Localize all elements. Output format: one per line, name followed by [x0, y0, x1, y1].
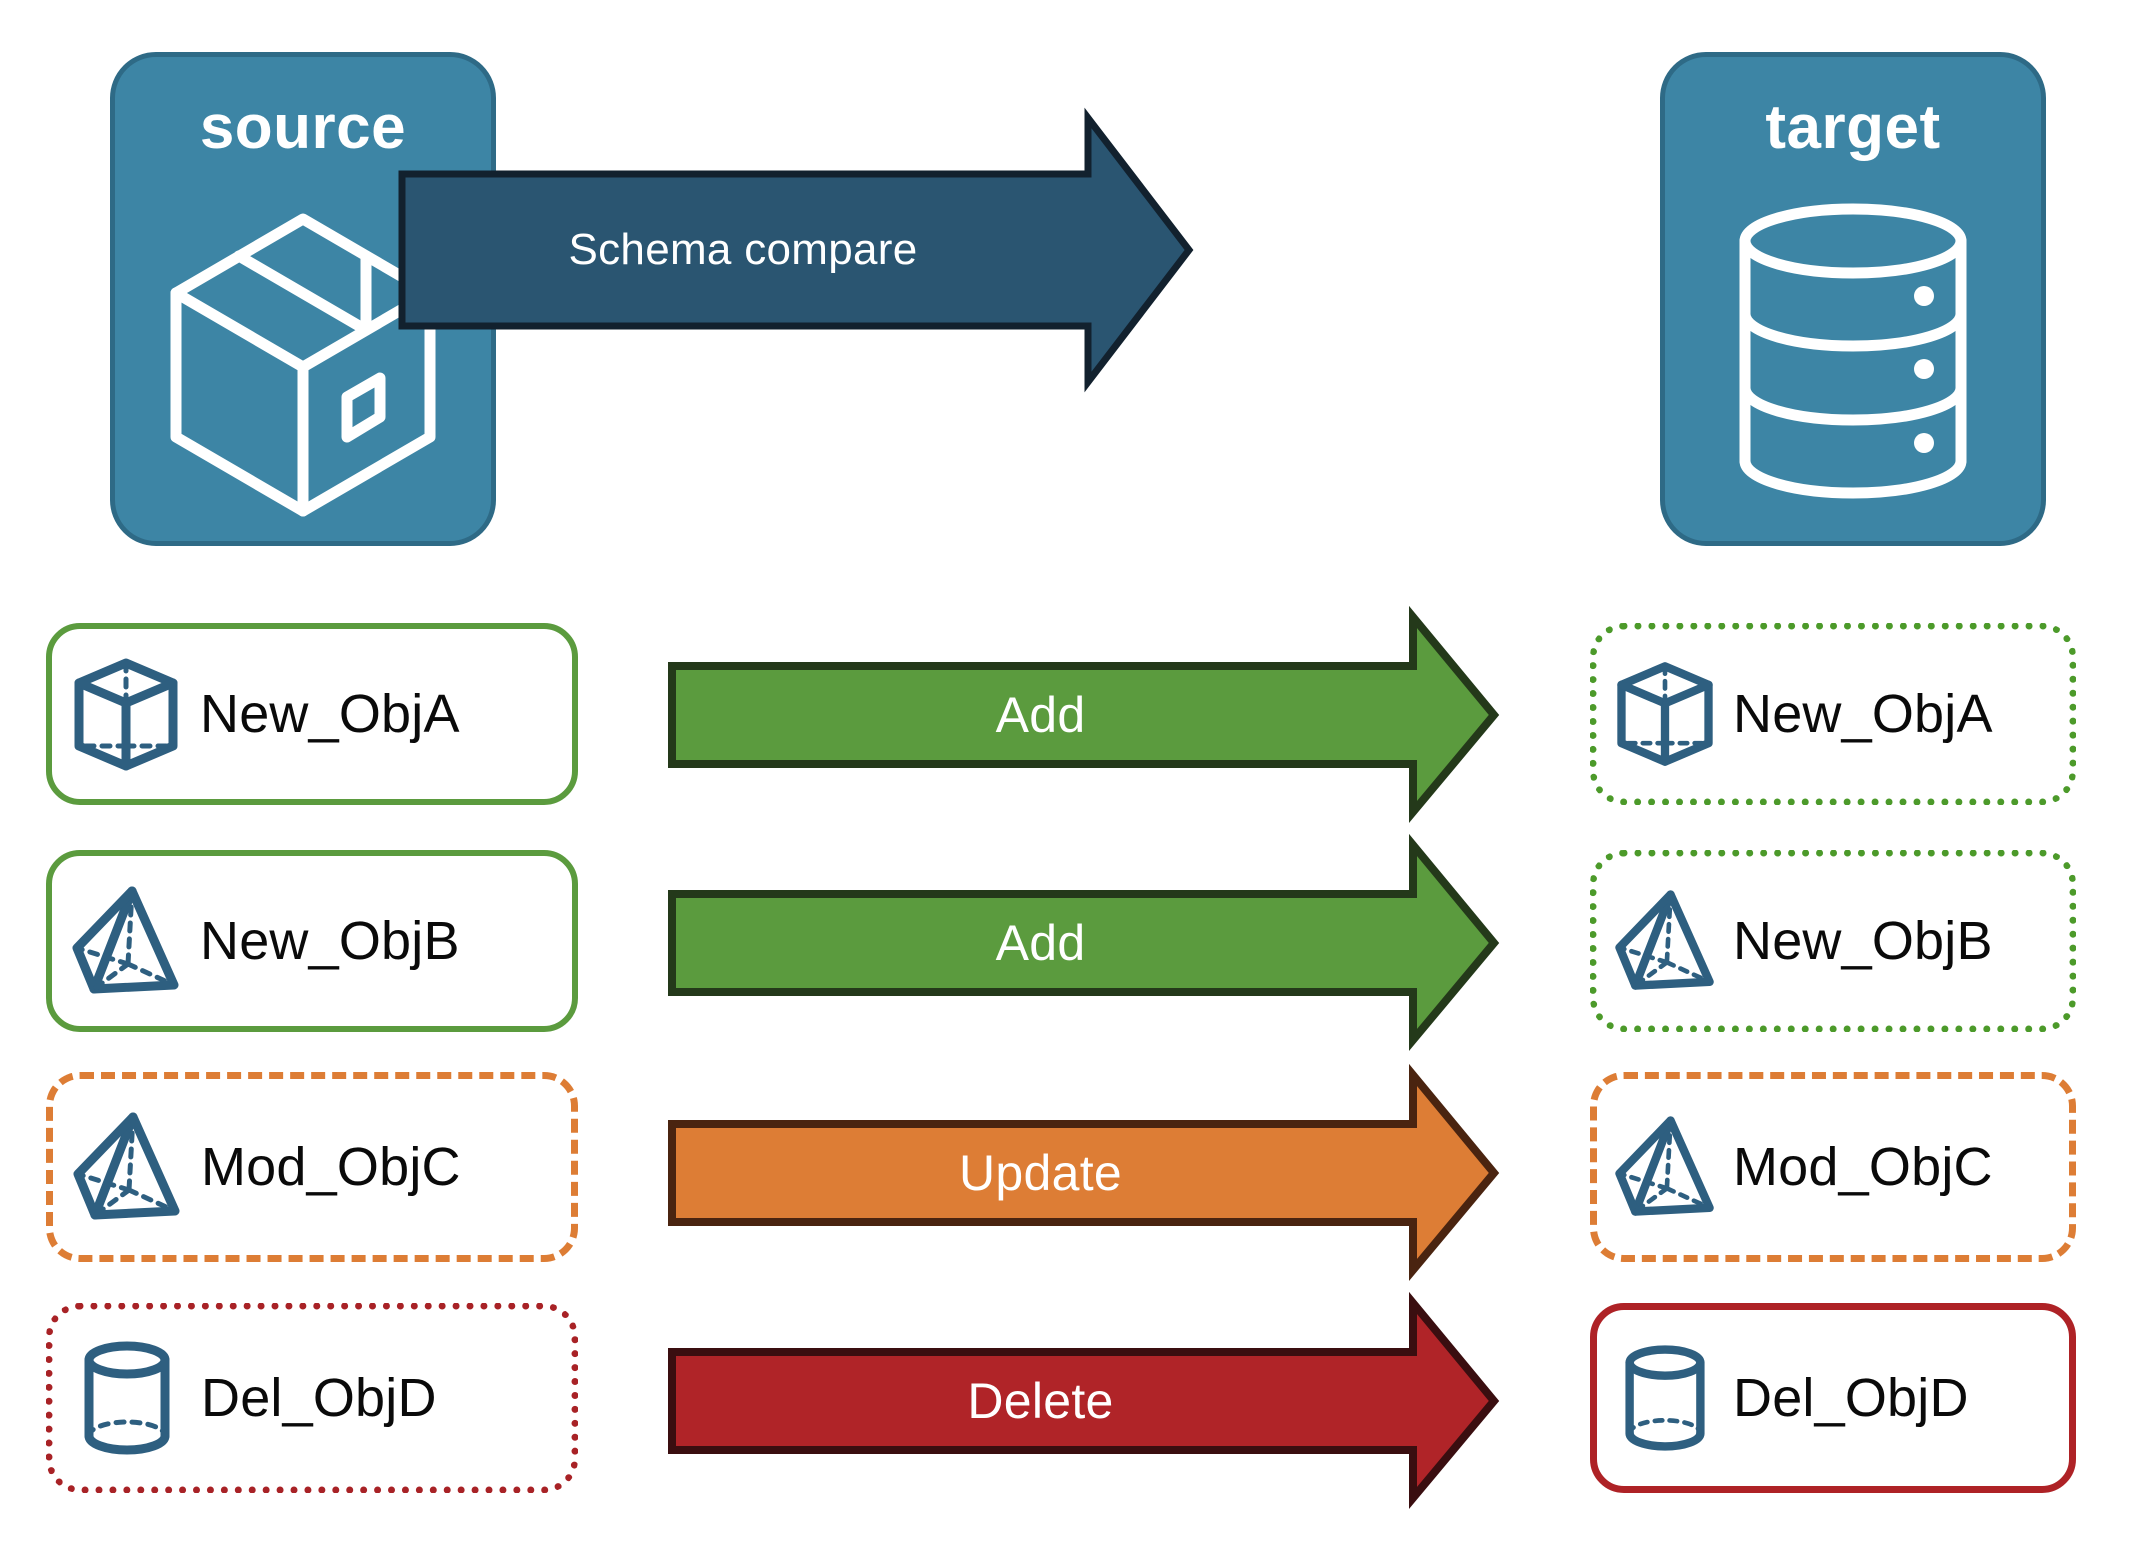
cylinder-wireframe-icon	[1597, 1344, 1733, 1452]
pyramid-wireframe-icon	[1597, 889, 1733, 993]
source-title: source	[199, 93, 407, 162]
target-object-row-1: New_ObjA	[1590, 623, 2076, 805]
pyramid-wireframe-icon	[53, 1111, 201, 1223]
source-object-row-3: Mod_ObjC	[46, 1072, 578, 1262]
source-object-label-2: New_ObjB	[200, 911, 460, 971]
package-box-icon	[115, 160, 491, 541]
action-label-4: Delete	[967, 1372, 1114, 1429]
cube-wireframe-icon	[1597, 660, 1733, 768]
source-object-row-1: New_ObjA	[46, 623, 578, 805]
right-arrow-icon	[398, 107, 1194, 393]
target-object-row-2: New_ObjB	[1590, 850, 2076, 1032]
source-object-label-3: Mod_ObjC	[201, 1137, 461, 1197]
pyramid-wireframe-icon	[52, 885, 200, 997]
source-object-label-4: Del_ObjD	[201, 1368, 437, 1428]
target-object-label-4: Del_ObjD	[1733, 1368, 1969, 1428]
source-object-label-1: New_ObjA	[200, 684, 460, 744]
target-object-label-2: New_ObjB	[1733, 911, 1993, 971]
target-title: target	[1765, 93, 1941, 162]
right-arrow-icon	[668, 1063, 1500, 1282]
target-object-label-1: New_ObjA	[1733, 684, 1993, 744]
right-arrow-icon	[668, 1291, 1500, 1510]
database-cylinder-icon	[1665, 160, 2041, 541]
action-label-1: Add	[995, 686, 1086, 743]
target-object-label-3: Mod_ObjC	[1733, 1137, 1993, 1197]
action-label-3: Update	[958, 1144, 1123, 1201]
target-object-row-4: Del_ObjD	[1590, 1303, 2076, 1493]
right-arrow-icon	[668, 833, 1500, 1052]
source-object-row-4: Del_ObjD	[46, 1303, 578, 1493]
schema-compare-label: Schema compare	[568, 225, 918, 274]
action-arrow-2: Add	[668, 833, 1500, 1052]
cube-wireframe-icon	[52, 657, 200, 772]
action-arrow-3: Update	[668, 1063, 1500, 1282]
schema-compare-arrow: Schema compare	[398, 107, 1194, 393]
action-label-2: Add	[995, 914, 1086, 971]
action-arrow-1: Add	[668, 605, 1500, 824]
cylinder-wireframe-icon	[53, 1340, 201, 1456]
target-object-row-3: Mod_ObjC	[1590, 1072, 2076, 1262]
right-arrow-icon	[668, 605, 1500, 824]
action-arrow-4: Delete	[668, 1291, 1500, 1510]
source-object-row-2: New_ObjB	[46, 850, 578, 1032]
pyramid-wireframe-icon	[1597, 1115, 1733, 1219]
target-endpoint-card: target	[1660, 52, 2046, 546]
